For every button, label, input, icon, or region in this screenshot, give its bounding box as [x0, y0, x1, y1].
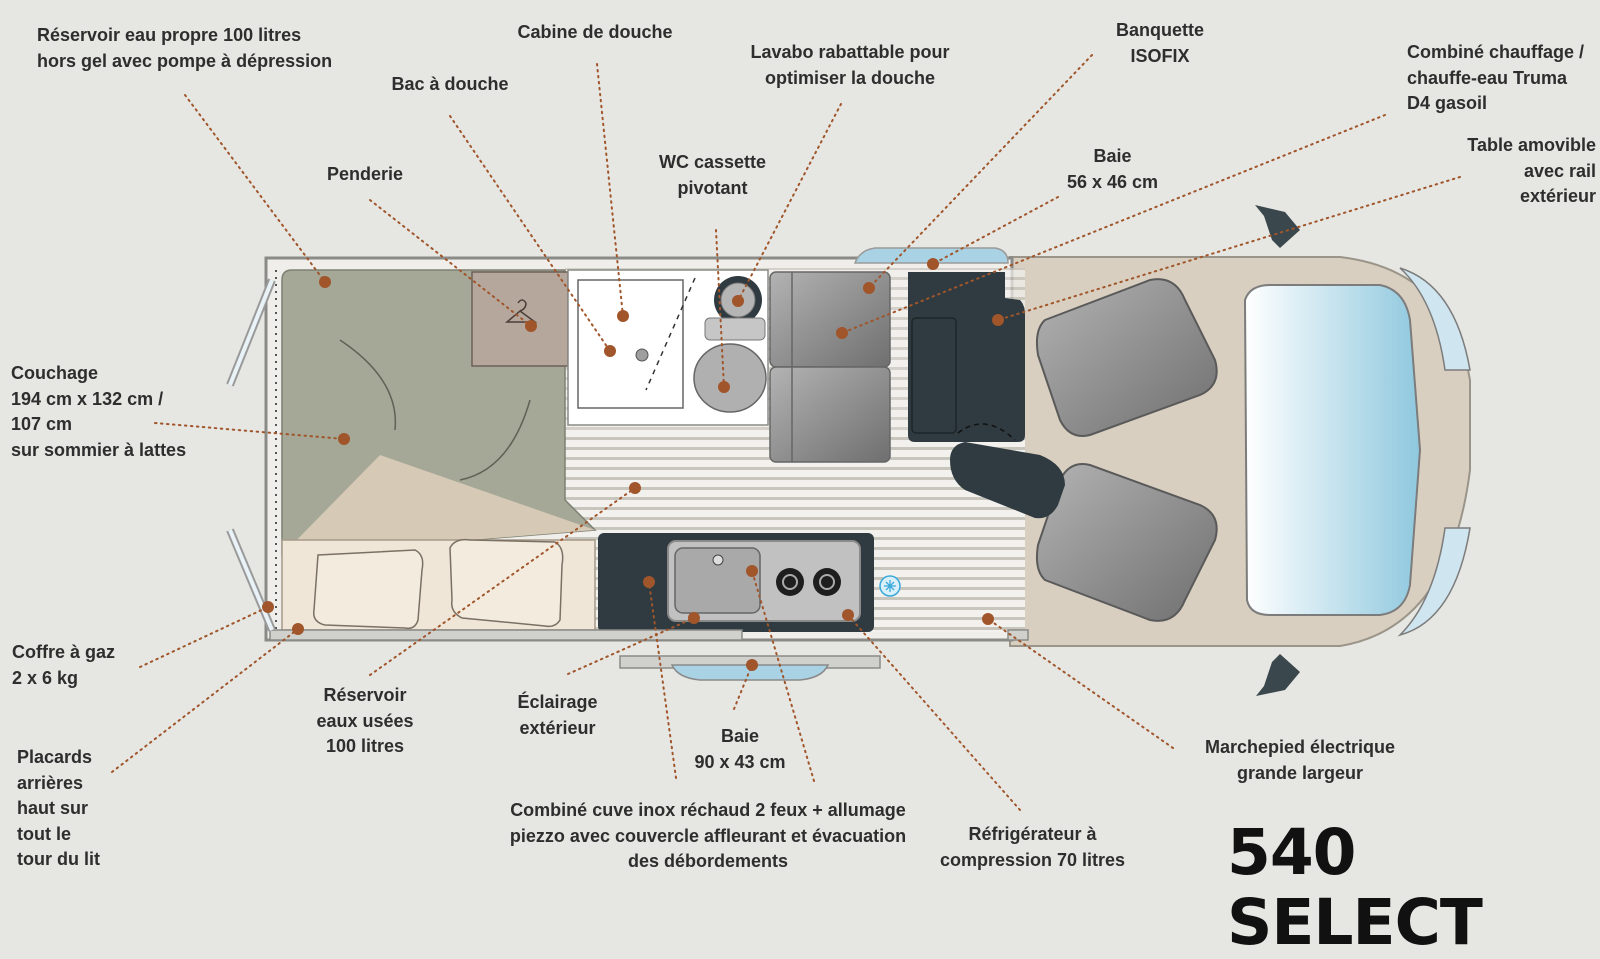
dot-couchage [338, 433, 350, 445]
dot-chauffage [836, 327, 848, 339]
floor-plan [111, 54, 1471, 811]
dot-lavabo [718, 381, 730, 393]
dot-baie-haut [927, 258, 939, 270]
label-chauffage: Combiné chauffage / chauffe-eau Truma D4… [1407, 42, 1585, 113]
mirror-left [1255, 205, 1300, 248]
dot-marchepied [982, 613, 994, 625]
kitchen [598, 533, 901, 632]
label-penderie: Penderie [326, 164, 404, 184]
label-refrigerateur: Réfrigérateur à compression 70 litres [939, 824, 1126, 870]
label-lavabo: Lavabo rabattable pour optimiser la douc… [750, 42, 950, 88]
label-reservoir-eau-propre: Réservoir eau propre 100 litres hors gel… [37, 25, 333, 71]
label-table: Table amovible avec rail extérieur [1467, 135, 1596, 206]
label-baie-bas: Baie 90 x 43 cm [694, 726, 786, 772]
dot-refrigerateur [842, 609, 854, 621]
dot-reservoir-eau-propre [319, 276, 331, 288]
label-placards: Placards arrières haut sur tout le tour … [17, 747, 100, 869]
bench [769, 271, 891, 463]
dot-eaux-usees [629, 482, 641, 494]
dot-banquette [863, 282, 875, 294]
shower [567, 269, 769, 426]
cab-seat-left [1035, 278, 1218, 437]
label-wc: WC cassette pivotant [658, 152, 767, 198]
label-banquette: Banquette ISOFIX [1115, 20, 1204, 66]
dot-baie-bas [746, 659, 758, 671]
dot-wc [732, 295, 744, 307]
label-marchepied: Marchepied électrique grande largeur [1204, 737, 1396, 783]
dot-coffre-gaz [262, 601, 274, 613]
dot-penderie [525, 320, 537, 332]
label-cabine-douche: Cabine de douche [517, 22, 673, 42]
dot-bac-douche [604, 345, 616, 357]
window-top-baie [853, 247, 1009, 264]
cab-seat-right [1035, 463, 1218, 622]
label-cuisine: Combiné cuve inox réchaud 2 feux + allum… [509, 800, 907, 871]
wardrobe [471, 271, 569, 367]
cab [1009, 205, 1471, 696]
dot-cuisine-1 [643, 576, 655, 588]
callout-dots [262, 258, 1004, 671]
window-bottom-baie [670, 664, 830, 681]
dot-cuisine-2 [746, 565, 758, 577]
label-reservoir-eaux-usees: Réservoir eaux usées 100 litres [316, 685, 414, 756]
label-bac-douche: Bac à douche [391, 74, 509, 94]
callout-lines [111, 54, 1461, 811]
mirror-right [1256, 654, 1300, 696]
label-eclairage: Éclairage extérieur [517, 692, 598, 738]
label-couchage: Couchage 194 cm x 132 cm / 107 cm sur so… [11, 363, 187, 460]
model-name: 540 SELECT [1227, 816, 1483, 959]
dot-eclairage [688, 612, 700, 624]
dot-cabine-douche [617, 310, 629, 322]
label-coffre-gaz: Coffre à gaz 2 x 6 kg [12, 642, 116, 688]
hanger-icon [504, 299, 538, 323]
dot-table [992, 314, 1004, 326]
dot-placards [292, 623, 304, 635]
label-baie-haut: Baie 56 x 46 cm [1066, 146, 1159, 192]
